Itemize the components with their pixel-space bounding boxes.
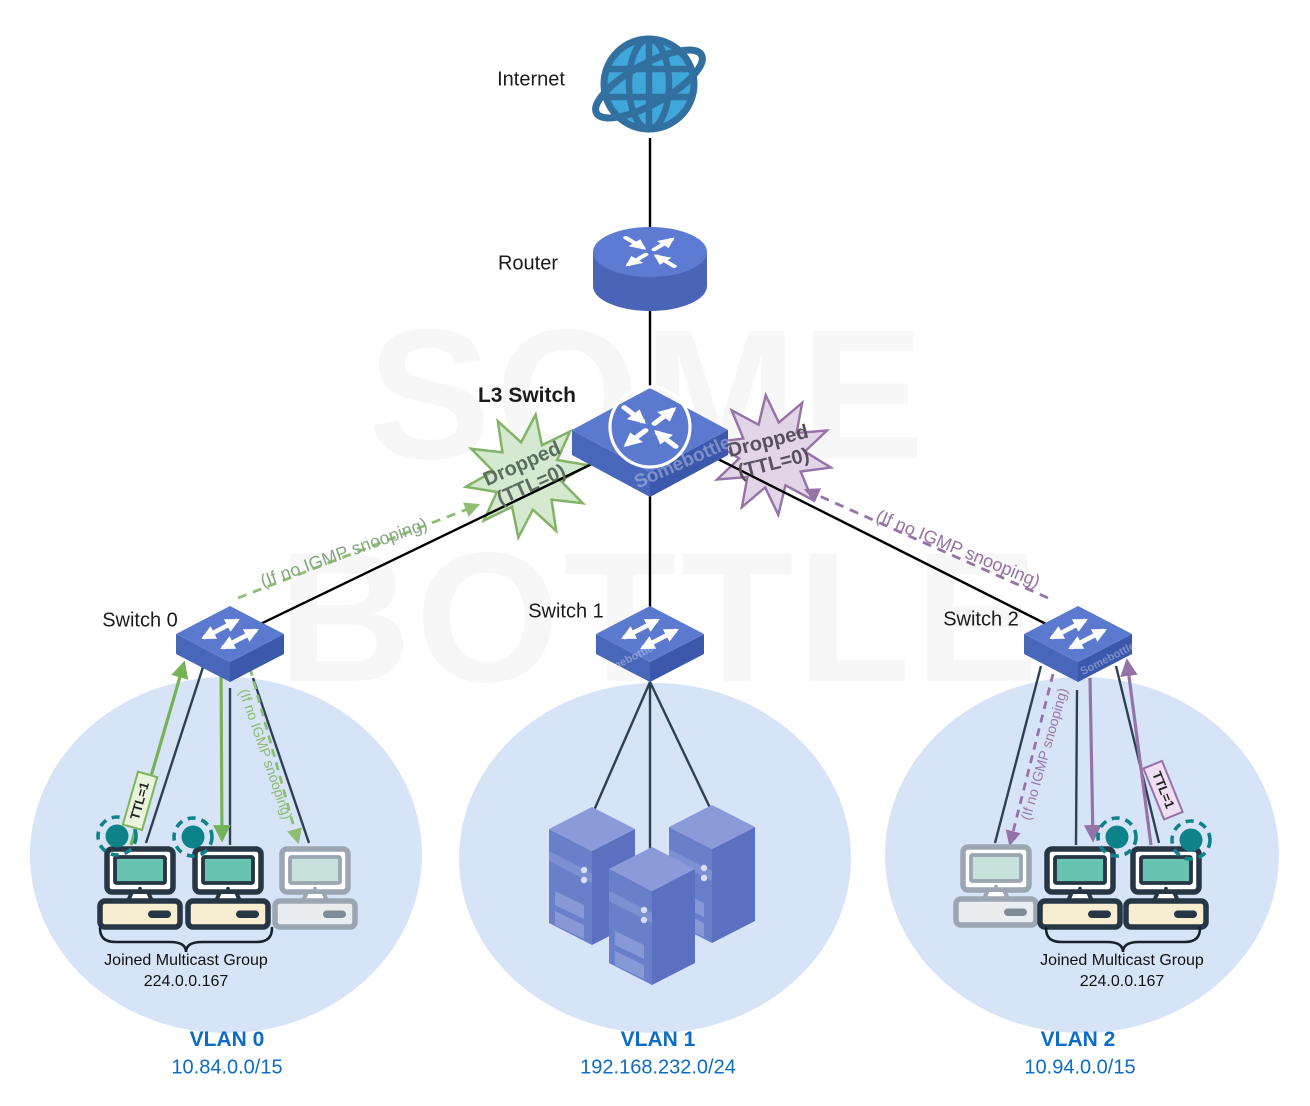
- multicast-traffic-arrow-vlan0: [213, 662, 231, 843]
- pc-nonmember-icon: [956, 847, 1036, 925]
- flood-arrow-vlan0: [248, 667, 302, 845]
- pc-nonmember-icon: [275, 849, 355, 927]
- vlan2-access-links: [993, 665, 1161, 846]
- switch0-icon: [176, 606, 284, 682]
- internet-globe-icon: [592, 35, 706, 133]
- pc-member-icon: [100, 849, 180, 927]
- joined-group-vlan0: 224.0.0.167: [143, 973, 229, 990]
- pc-member-icon: [1126, 849, 1206, 927]
- switch0-label: Switch 0: [102, 609, 178, 632]
- pc-member-icon: [188, 849, 268, 927]
- joined-group-vlan2: 224.0.0.167: [1079, 973, 1165, 990]
- link-l3switch-switch0: [247, 460, 597, 632]
- joined-group-brace-vlan2: [1044, 926, 1202, 953]
- vlan1-name: VLAN 1: [620, 1028, 696, 1051]
- flood-arrow-vlan2: [1005, 673, 1055, 847]
- multicast-report-arrow-vlan2: [1120, 658, 1153, 846]
- internet-label: Internet: [497, 68, 565, 91]
- joined-caption-vlan0: Joined Multicast Group: [104, 952, 268, 969]
- router-label: Router: [497, 252, 559, 275]
- multicast-traffic-arrow-vlan2: [1083, 677, 1102, 843]
- l3-switch-icon: [572, 385, 728, 497]
- switch2-label: Switch 2: [943, 608, 1019, 631]
- router-icon: [593, 227, 707, 311]
- link-l3switch-switch2: [703, 450, 1063, 634]
- vlan0-access-links: [144, 663, 311, 845]
- igmp-flow-arrow-switch0-l3: [237, 502, 481, 600]
- switch1-label: Switch 1: [528, 600, 604, 623]
- joined-group-brace-vlan0: [98, 926, 274, 953]
- igmp-flow-arrow-switch2-l3: [803, 488, 1049, 600]
- vlan1-subnet: 192.168.232.0/24: [580, 1056, 736, 1079]
- joined-caption-vlan2: Joined Multicast Group: [1040, 952, 1204, 969]
- vlan0-name: VLAN 0: [189, 1028, 265, 1051]
- vlan2-subnet: 10.94.0.0/15: [1024, 1056, 1136, 1079]
- trunk-links: [247, 138, 1063, 645]
- l3-switch-label: L3 Switch: [477, 384, 577, 407]
- vlan1-access-links: [590, 681, 714, 855]
- pc-member-icon: [1040, 849, 1120, 927]
- vlan0-subnet: 10.84.0.0/15: [171, 1056, 283, 1079]
- vlan2-name: VLAN 2: [1040, 1028, 1116, 1051]
- server-icon: [609, 847, 695, 985]
